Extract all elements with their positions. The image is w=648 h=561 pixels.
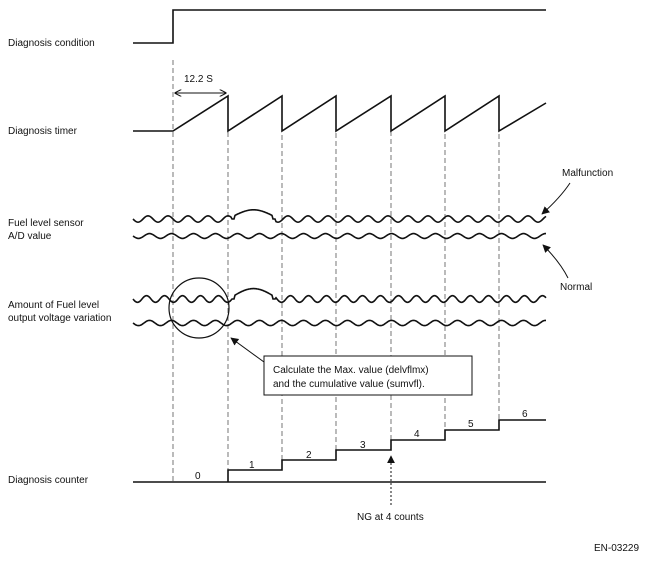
counter-value-0: 0 [195,471,201,482]
timer-period-label: 12.2 S [184,74,213,85]
malfunction-arrow [541,182,571,215]
normal-arrow [542,244,569,279]
diagnosis-timer-signal [133,94,547,133]
figure-code: EN-03229 [594,543,639,554]
label-diagnosis-timer: Diagnosis timer [8,126,78,137]
callout-box [263,355,473,396]
counter-value-1: 1 [249,460,255,471]
label-diagnosis-counter: Diagnosis counter [8,475,89,486]
normal-label: Normal [560,282,592,293]
label-variation-line2: output voltage variation [8,313,111,324]
label-fuel-sensor-line2: A/D value [8,231,52,242]
counter-value-5: 5 [468,419,474,430]
counter-value-4: 4 [414,429,420,440]
counter-value-2: 2 [306,450,312,461]
fuel-sensor-wave-upper [132,209,547,224]
malfunction-label: Malfunction [562,168,613,179]
fuel-sensor-wave-lower [132,232,546,240]
diagnosis-counter-signal [133,419,546,483]
variation-wave-upper [132,287,547,304]
callout-leader [230,337,265,363]
label-fuel-sensor-line1: Fuel level sensor [8,218,84,229]
callout-line1: Calculate the Max. value (delvflmx) [273,365,429,376]
label-variation-line1: Amount of Fuel level [8,300,99,311]
label-diagnosis-condition: Diagnosis condition [8,38,95,49]
ng-label: NG at 4 counts [357,512,424,523]
variation-wave-lower [132,319,546,327]
variation-highlight-circle [168,277,230,339]
diagnosis-condition-signal [133,9,546,44]
counter-value-6: 6 [522,409,528,420]
callout-line2: and the cumulative value (sumvfl). [273,379,425,390]
counter-value-3: 3 [360,440,366,451]
